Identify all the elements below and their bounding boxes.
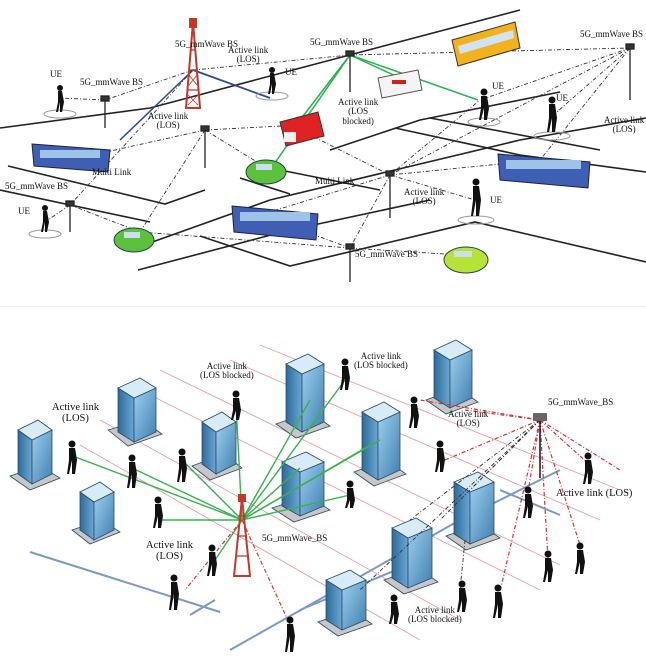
school-bus-icon: [451, 21, 521, 67]
multi-link-label: Multi Link: [92, 167, 132, 177]
building-icon: [71, 481, 121, 545]
bs-right-label: 5G_mmWave BS: [580, 29, 644, 39]
active-link-blocked-label: Active link (LOS blocked): [354, 351, 408, 371]
bus-icon: [231, 205, 319, 241]
ue-label: UE: [492, 81, 504, 91]
building-icon: [383, 517, 439, 595]
car-icon: [113, 227, 155, 253]
active-link-blocked-bottom-label: Active link (LOS blocked): [408, 605, 462, 625]
ue-label: UE: [18, 206, 30, 216]
ue-label: UE: [285, 67, 297, 77]
dark-dashed-links: [359, 419, 541, 591]
ambulance-icon: [377, 69, 423, 99]
active-link-right-label: Active link (LOS): [556, 488, 633, 499]
ue-label: UE: [50, 69, 62, 79]
base-station-icon: [533, 413, 547, 478]
cell-tower-icon: [184, 18, 202, 109]
pedestrian-icons: [67, 358, 593, 652]
building-icon: [191, 411, 243, 481]
active-link-right-label: Active link (LOS): [604, 115, 645, 135]
bs-bottom-label: 5G_mmWave BS: [355, 249, 419, 259]
ue-label: UE: [490, 195, 502, 205]
bs-mid-label: 5G_mmWave BS: [310, 37, 374, 47]
cell-tower-icon: [232, 494, 252, 577]
active-link-left-label: Active link (LOS): [52, 402, 99, 425]
bottom-panel: [9, 339, 621, 652]
multi-link-label: Multi Link: [315, 176, 355, 186]
link-lines: [44, 47, 631, 256]
top-panel: [0, 9, 646, 282]
red-dashed-links: [184, 399, 621, 626]
bus-icon: [31, 143, 111, 173]
vehicle-icons: [31, 21, 591, 274]
active-link-blocked-label: Active link (LOS blocked): [200, 361, 254, 381]
active-link-top-label: Active link (LOS): [228, 45, 269, 65]
bs-left-label: 5G_mmWave BS: [5, 181, 69, 191]
bs-tower-label: 5G_mmWave BS: [175, 39, 239, 49]
building-icon: [425, 339, 479, 415]
car-icon: [443, 246, 489, 274]
building-icons: [9, 339, 501, 637]
building-icon: [275, 353, 331, 439]
active-link-lower-left-label: Active link (LOS): [146, 540, 193, 563]
green-links: [69, 379, 381, 561]
bs-ue-label: 5G_mmWave BS: [80, 77, 144, 87]
active-link-blocked-label: Active link (LOS blocked): [338, 97, 379, 126]
panel-divider: [0, 306, 646, 307]
active-link-mid-label: Active link (LOS): [148, 111, 189, 131]
active-link-center-label: Active link (LOS): [404, 187, 445, 207]
bs-right-label: 5G_mmWave_BS: [548, 397, 614, 407]
pedestrian-icons: [28, 67, 571, 239]
ue-label: UE: [556, 93, 568, 103]
bus-icon: [497, 153, 591, 189]
car-icon: [245, 159, 287, 185]
building-icon: [9, 419, 61, 491]
building-icon: [353, 401, 407, 487]
active-link-small-label: Active link (LOS): [448, 409, 489, 429]
building-icon: [317, 569, 373, 637]
bs-center-label: 5G_mmWave_BS: [262, 533, 328, 543]
truck-icon: [279, 111, 325, 147]
building-icon: [107, 377, 163, 447]
base-station-icons: [65, 43, 635, 282]
